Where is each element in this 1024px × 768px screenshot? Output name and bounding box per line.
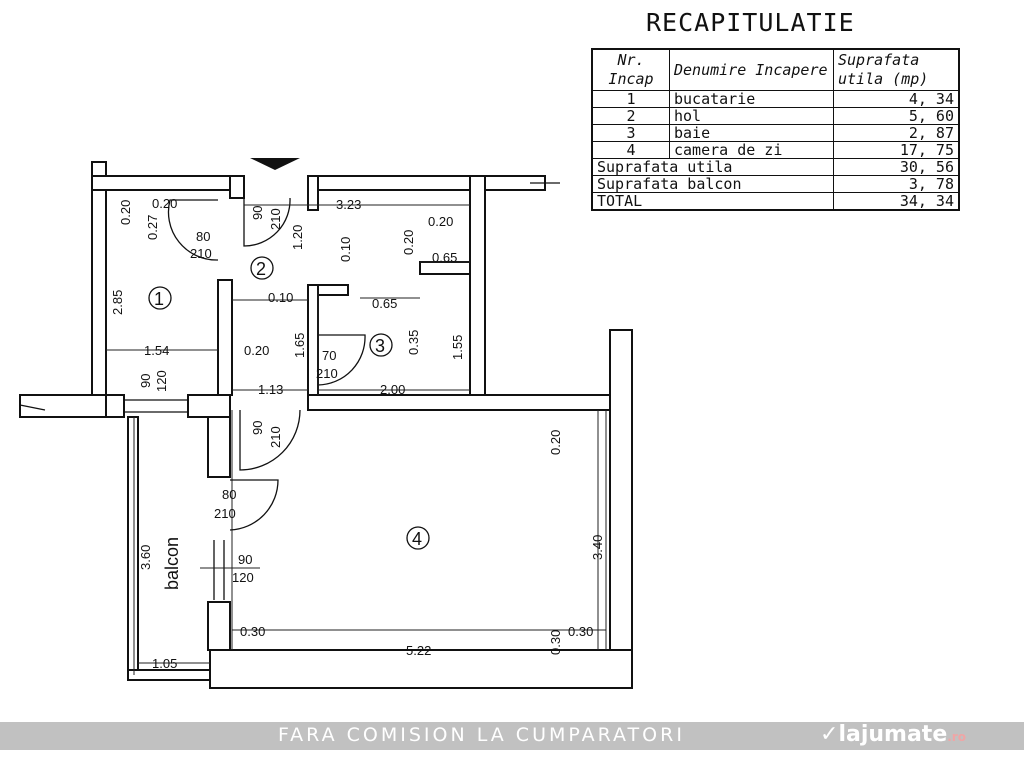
floor-plan: 1 2 3 4 balcon 0.20 0.20 0.27 80 210 90 … (19, 158, 633, 689)
dim-label: 0.65 (432, 250, 457, 265)
dim-label: 0.20 (428, 214, 453, 229)
row-area: 5, 60 (833, 107, 960, 125)
room-number-1: 1 (154, 289, 164, 309)
dim-label: 120 (232, 570, 254, 585)
balcony-label: balcon (162, 537, 182, 590)
total-value: 30, 56 (833, 158, 960, 176)
dim-label: 3.60 (138, 545, 153, 570)
row-nr: 3 (591, 124, 670, 142)
dim-label: 210 (214, 506, 236, 521)
recap-table: Nr. Incap Denumire Incapere Suprafata ut… (591, 48, 960, 211)
dim-label: 0.10 (268, 290, 293, 305)
walls (19, 161, 633, 689)
dim-label: 0.35 (406, 330, 421, 355)
logo-tld: .ro (947, 730, 966, 744)
dim-label: 5.22 (406, 643, 431, 658)
dim-label: 210 (190, 246, 212, 261)
dim-label: 210 (268, 208, 283, 230)
dim-label: 80 (196, 229, 210, 244)
entrance-arrow-icon (250, 158, 300, 170)
dim-label: 0.20 (152, 196, 177, 211)
dim-label: 0.20 (244, 343, 269, 358)
row-name: bucatarie (669, 90, 834, 108)
dim-label: 0.20 (401, 230, 416, 255)
dim-label: 90 (250, 206, 265, 220)
dimension-lines (106, 204, 606, 664)
row-name: camera de zi (669, 141, 834, 159)
header-name: Denumire Incapere (669, 48, 834, 91)
dim-label: 0.65 (372, 296, 397, 311)
header-area: Suprafata utila (mp) (833, 48, 960, 91)
total-label: TOTAL (591, 192, 834, 211)
total-value: 34, 34 (833, 192, 960, 211)
dim-label: 2.00 (380, 382, 405, 397)
banner-text: FARA COMISION LA CUMPARATORI (278, 724, 685, 746)
dim-label: 90 (238, 552, 252, 567)
row-nr: 4 (591, 141, 670, 159)
room-number-4: 4 (412, 529, 422, 549)
dim-label: 0.30 (568, 624, 593, 639)
logo-text: lajumate (838, 722, 948, 747)
lajumate-logo: ✓lajumate.ro (820, 722, 966, 747)
row-name: hol (669, 107, 834, 125)
dim-label: 210 (316, 366, 338, 381)
total-value: 3, 78 (833, 175, 960, 193)
dim-label: 1.20 (290, 225, 305, 250)
recap-header-row: Nr. Incap Denumire Incapere Suprafata ut… (591, 48, 960, 91)
header-nr: Nr. Incap (591, 48, 670, 91)
dim-label: 80 (222, 487, 236, 502)
dim-label: 3.40 (590, 535, 605, 560)
row-nr: 1 (591, 90, 670, 108)
total-label: Suprafata balcon (591, 175, 834, 193)
dim-label: 90 (138, 374, 153, 388)
dim-label: 210 (268, 426, 283, 448)
dim-label: 0.20 (548, 430, 563, 455)
dim-label: 120 (154, 370, 169, 392)
logo-check-icon: ✓ (820, 722, 839, 747)
row-area: 17, 75 (833, 141, 960, 159)
dim-label: 2.85 (110, 290, 125, 315)
dim-label: 3.23 (336, 197, 361, 212)
dim-label: 1.55 (450, 335, 465, 360)
dim-label: 0.10 (338, 237, 353, 262)
row-name: baie (669, 124, 834, 142)
recap-title: RECAPITULATIE (646, 8, 855, 37)
dim-label: 1.54 (144, 343, 169, 358)
row-area: 4, 34 (833, 90, 960, 108)
dim-label: 0.20 (118, 200, 133, 225)
room-number-2: 2 (256, 259, 266, 279)
dim-label: 0.30 (240, 624, 265, 639)
dim-label: 0.30 (548, 630, 563, 655)
dim-label: 70 (322, 348, 336, 363)
dimension-labels: 0.20 0.20 0.27 80 210 90 210 3.23 1.20 0… (110, 196, 605, 671)
row-area: 2, 87 (833, 124, 960, 142)
dim-label: 1.13 (258, 382, 283, 397)
total-label: Suprafata utila (591, 158, 834, 176)
doors (19, 182, 560, 600)
dim-label: 0.27 (145, 215, 160, 240)
dim-label: 1.65 (292, 333, 307, 358)
banner: FARA COMISION LA CUMPARATORI ✓lajumate.r… (0, 722, 1024, 750)
room-numbers: 1 2 3 4 (148, 256, 430, 550)
room-number-3: 3 (375, 336, 385, 356)
dim-label: 90 (250, 421, 265, 435)
row-nr: 2 (591, 107, 670, 125)
dim-label: 1.05 (152, 656, 177, 671)
